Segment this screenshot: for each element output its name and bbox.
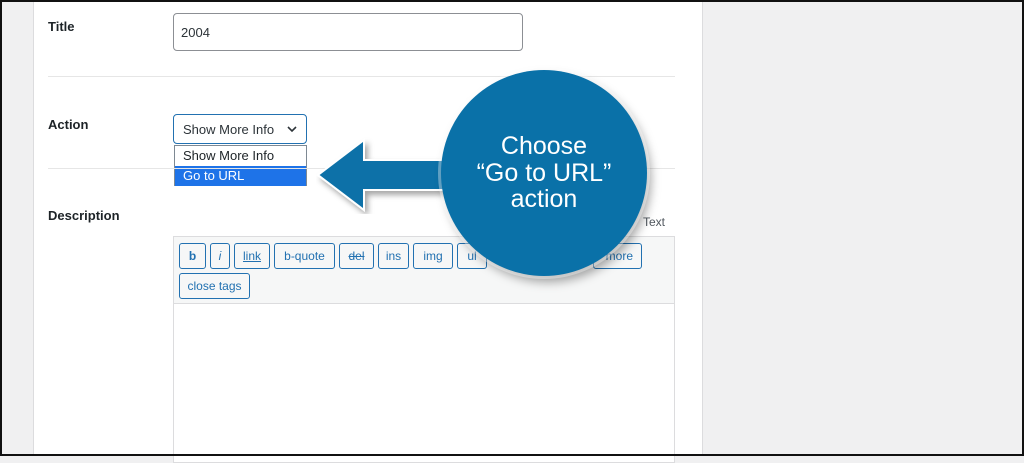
option-go-to-url[interactable]: Go to URL (175, 166, 306, 186)
callout-line: Choose (500, 131, 588, 160)
bold-button[interactable]: b (179, 243, 206, 269)
del-button[interactable]: del (339, 243, 374, 269)
description-editor[interactable] (173, 303, 675, 463)
italic-button[interactable]: i (210, 243, 230, 269)
action-select-value: Show More Info (183, 121, 275, 137)
editor-text-tab[interactable]: Text (643, 215, 666, 229)
link-button[interactable]: link (234, 243, 270, 269)
callout-line: “Go to URL” (476, 158, 612, 187)
callout-bubble: Choose “Go to URL” action (441, 70, 647, 276)
divider (48, 76, 675, 77)
img-button[interactable]: img (413, 243, 453, 269)
action-label: Action (48, 117, 89, 132)
blockquote-button[interactable]: b-quote (274, 243, 335, 269)
ins-button[interactable]: ins (378, 243, 409, 269)
close-tags-button[interactable]: close tags (179, 273, 250, 299)
title-label: Title (48, 19, 75, 34)
chevron-down-icon (287, 126, 297, 133)
callout-line: action (510, 185, 578, 214)
action-dropdown: Show More Info Go to URL (174, 145, 307, 186)
callout-text: Choose “Go to URL” action (477, 133, 612, 213)
action-select[interactable]: Show More Info (173, 114, 307, 144)
title-input[interactable] (173, 13, 523, 51)
description-label: Description (48, 208, 120, 223)
option-show-more-info[interactable]: Show More Info (183, 148, 275, 163)
